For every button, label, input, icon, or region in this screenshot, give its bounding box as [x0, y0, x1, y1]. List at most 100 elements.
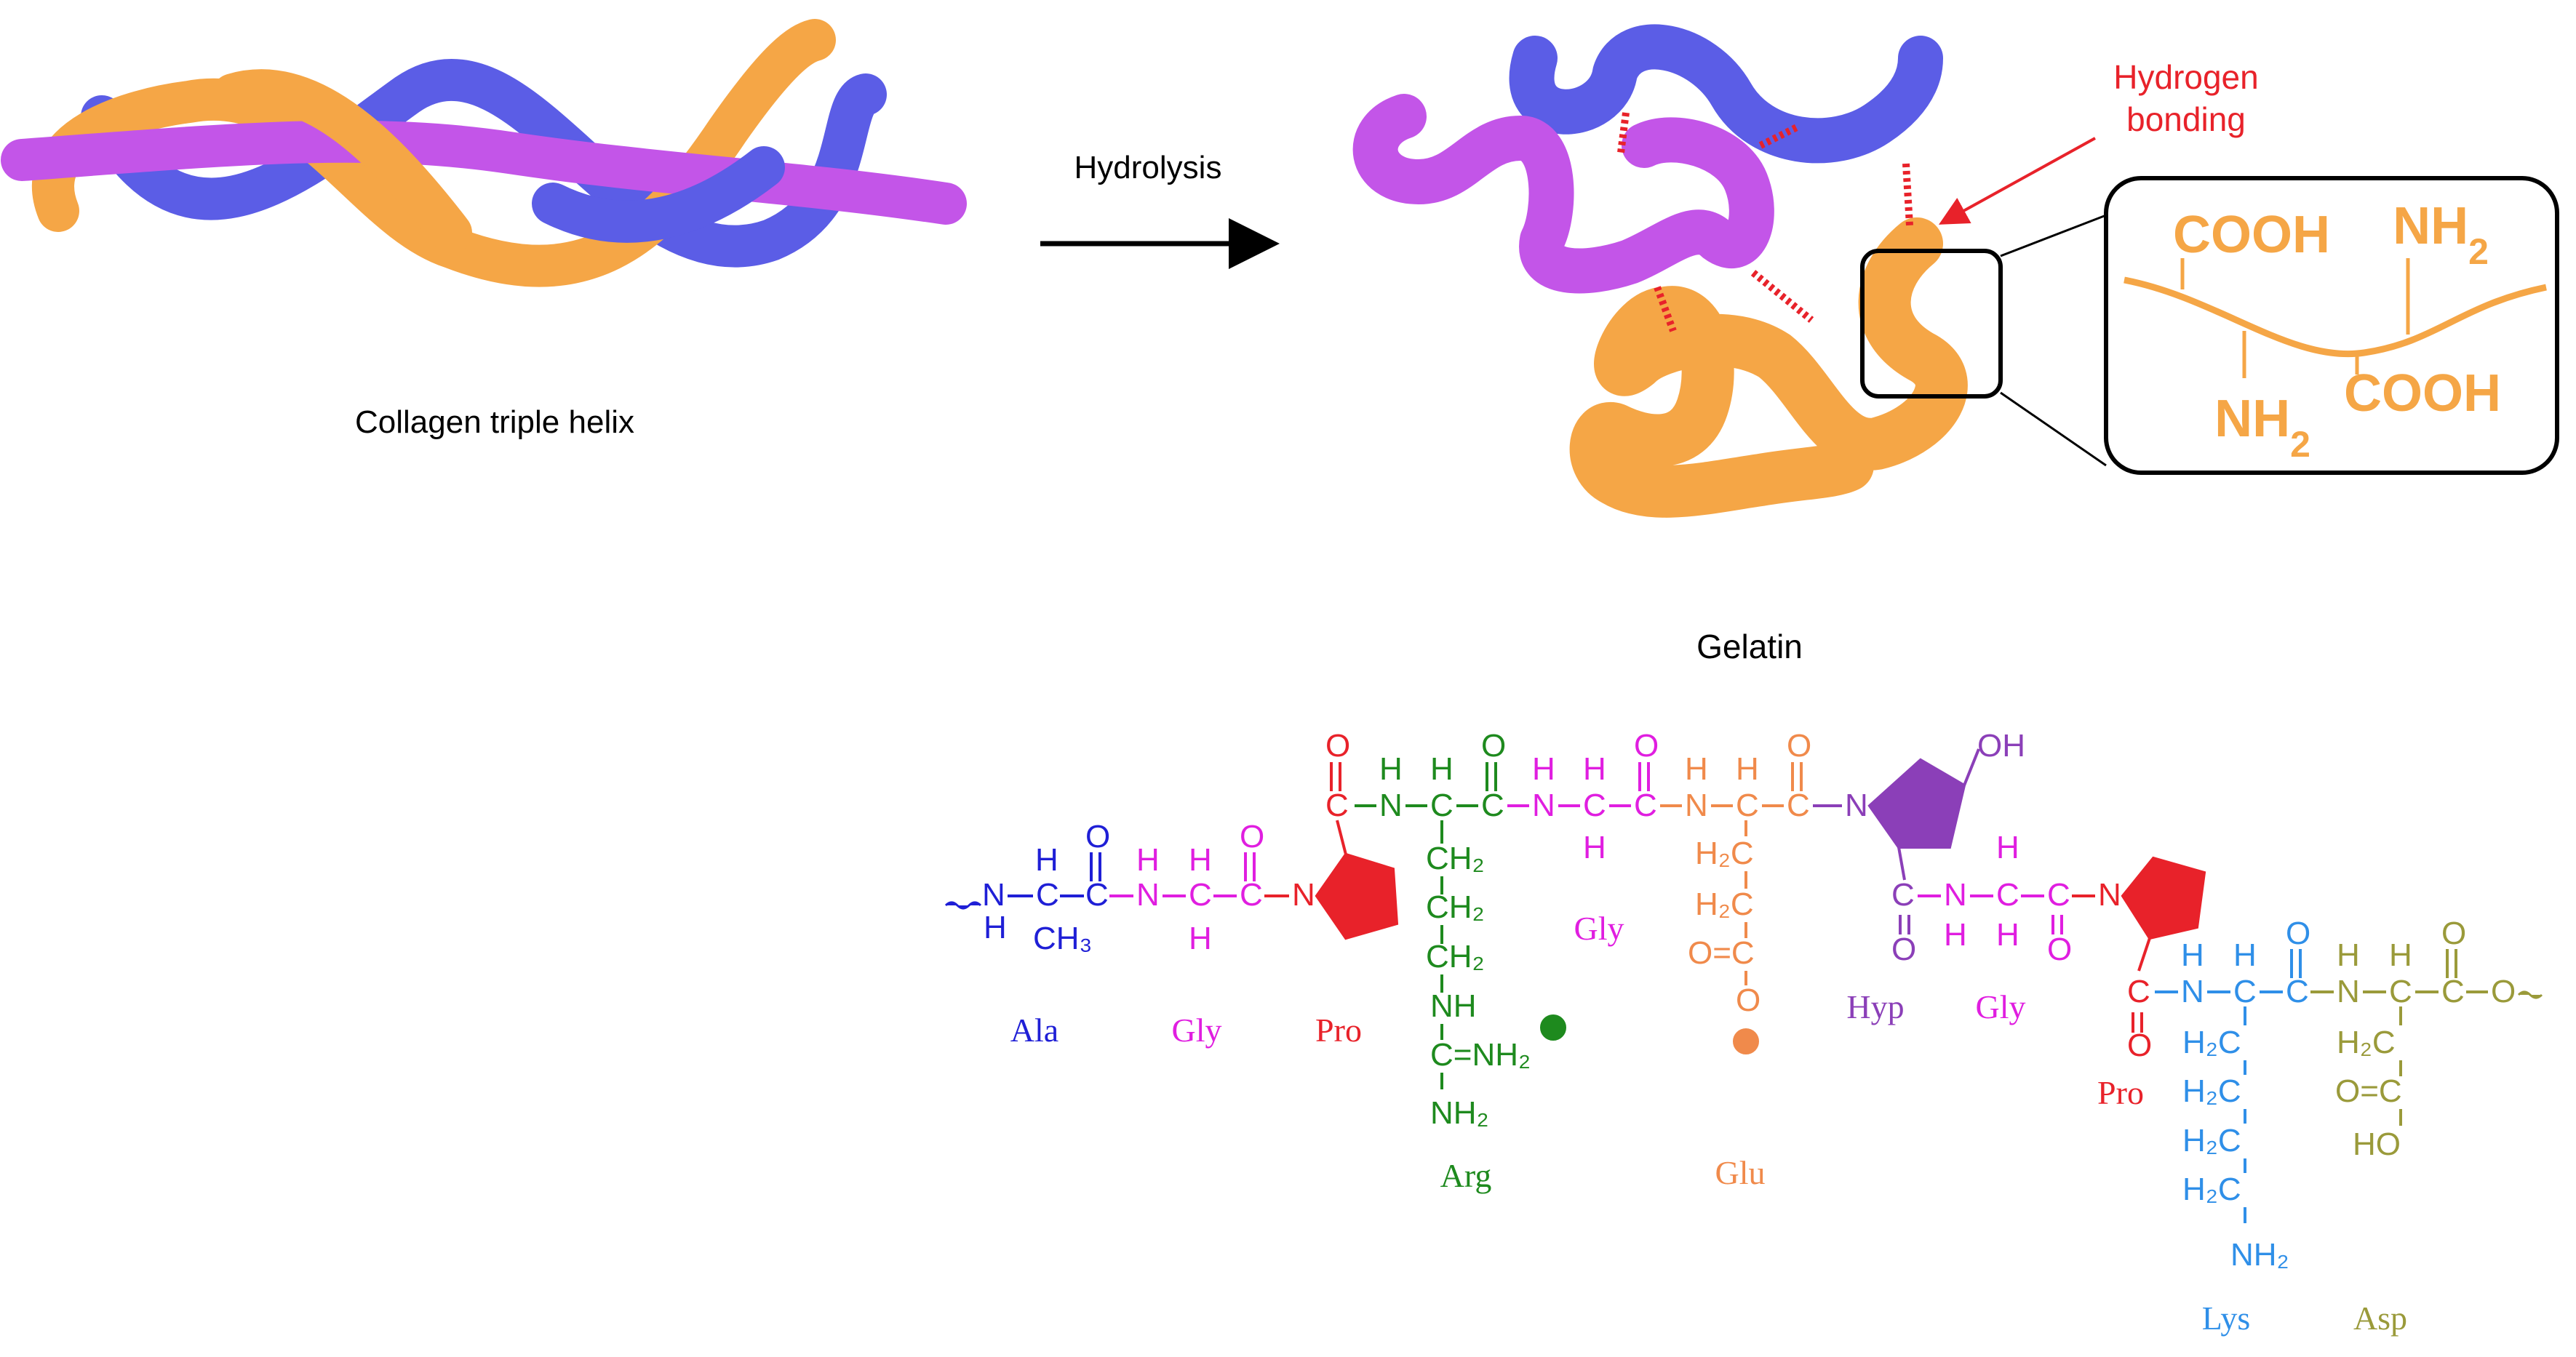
svg-text:O: O: [1787, 728, 1811, 764]
residue-label-arg: Arg: [1440, 1157, 1492, 1194]
svg-text:N: N: [2181, 974, 2204, 1009]
gelatin-strand-orange: [1569, 217, 1968, 518]
svg-text:H₂C: H₂C: [2337, 1025, 2396, 1060]
zoom-cooh-top: COOH: [2173, 206, 2330, 264]
hbond-label-line2: bonding: [2126, 100, 2246, 138]
svg-text:H: H: [1379, 751, 1403, 787]
svg-text:O=C: O=C: [2335, 1073, 2402, 1109]
residue-label-asp: Asp: [2353, 1300, 2407, 1337]
residue-label-lys: Lys: [2202, 1300, 2250, 1337]
svg-text:H: H: [1136, 842, 1160, 878]
svg-text:C: C: [1583, 788, 1606, 823]
hbond-3: [1902, 163, 1913, 226]
residue-label-gly2: Gly: [1574, 910, 1624, 947]
hbond-label-line1: Hydrogen: [2113, 58, 2258, 96]
svg-text:CH₂: CH₂: [1426, 889, 1485, 925]
svg-text:C: C: [1189, 877, 1212, 913]
svg-text:N: N: [1685, 788, 1708, 823]
residue-label-gly1: Gly: [1172, 1012, 1222, 1049]
svg-text:N: N: [982, 877, 1005, 913]
zoom-connector-top: [2000, 214, 2107, 257]
residue-label-glu: Glu: [1715, 1154, 1766, 1191]
svg-text:N: N: [1379, 788, 1403, 823]
svg-text:O: O: [2127, 1028, 2152, 1063]
svg-text:N: N: [2098, 877, 2121, 913]
residue-labels: Ala Gly Pro Arg Gly Glu Hyp Gly Pro Lys …: [1010, 910, 2407, 1337]
helix-strand-orange-front: [212, 69, 472, 254]
residue-label-pro2: Pro: [2097, 1074, 2144, 1111]
svg-text:H₂C: H₂C: [2182, 1073, 2241, 1109]
svg-text:N: N: [1136, 877, 1160, 913]
svg-text:H: H: [1996, 830, 2019, 865]
hbond-4: [1654, 286, 1677, 332]
svg-text:O: O: [2286, 916, 2310, 951]
residue-pro2-structure: N C O: [2072, 856, 2206, 1063]
svg-text:H: H: [2233, 937, 2257, 973]
svg-text:O: O: [1240, 819, 1264, 854]
svg-text:H₂C: H₂C: [2182, 1025, 2241, 1060]
svg-text:N: N: [1292, 877, 1315, 913]
svg-text:C: C: [2047, 877, 2070, 913]
svg-text:C: C: [2233, 974, 2257, 1009]
svg-text:H: H: [2389, 937, 2412, 973]
residue-label-gly3: Gly: [1976, 988, 2026, 1025]
svg-text:O: O: [2047, 932, 2072, 967]
zoom-source-box: [1860, 249, 2003, 399]
svg-text:CH₂: CH₂: [1426, 841, 1485, 876]
zoom-nh2-top-subscript: 2: [2468, 231, 2489, 272]
svg-text:H₂C: H₂C: [2182, 1172, 2241, 1207]
collagen-triple-helix: [1, 19, 967, 287]
svg-text:H: H: [1189, 842, 1212, 878]
svg-text:H: H: [1189, 921, 1212, 956]
svg-text:H: H: [1944, 917, 1967, 953]
svg-text:C: C: [1891, 877, 1915, 913]
svg-text:H₂C: H₂C: [2182, 1123, 2241, 1158]
svg-text:C: C: [1085, 877, 1109, 913]
svg-text:O: O: [1891, 932, 1916, 967]
svg-text:O: O: [1481, 728, 1506, 764]
residue-lys-structure: N H C H C O H₂C H₂C H₂C H₂C NH₂: [2155, 916, 2310, 1273]
svg-text:H: H: [1685, 751, 1708, 787]
svg-text:NH₂: NH₂: [1430, 1095, 1489, 1131]
svg-text:O: O: [2491, 974, 2516, 1009]
svg-text:CH₂: CH₂: [1426, 939, 1485, 974]
residue-gly2-structure: N H C H H C O: [1507, 728, 1659, 865]
svg-text:C: C: [1325, 788, 1349, 823]
svg-text:H: H: [1430, 751, 1454, 787]
svg-text:H: H: [1035, 842, 1058, 878]
residue-gly1-structure: N H C H H C O: [1109, 819, 1264, 956]
svg-text:C: C: [2127, 974, 2150, 1009]
svg-text:CH₃: CH₃: [1033, 921, 1092, 956]
svg-text:+: +: [1545, 1016, 1559, 1042]
zoom-panel-frame: [2104, 176, 2559, 475]
svg-text:OH: OH: [1977, 728, 2025, 764]
residue-label-hyp: Hyp: [1846, 988, 1904, 1025]
svg-text:N: N: [1944, 877, 1967, 913]
gelatin-title: Gelatin: [1696, 628, 1803, 665]
svg-text:H: H: [1736, 751, 1759, 787]
collagen-label: Collagen triple helix: [355, 404, 634, 440]
residue-label-pro1: Pro: [1315, 1012, 1362, 1049]
residue-label-ala: Ala: [1010, 1012, 1058, 1049]
svg-text:C: C: [1036, 877, 1059, 913]
svg-text:H: H: [1583, 830, 1606, 865]
peptide-structure: N H C H CH₃ C O N H C H H C O: [944, 728, 2543, 1273]
gelatin-coils: [1352, 24, 1968, 518]
svg-text:O: O: [1634, 728, 1659, 764]
svg-text:O: O: [1736, 982, 1760, 1018]
hbond-arrow: [1938, 137, 2096, 225]
gelatin-strand-blue: [1509, 24, 1943, 164]
residue-hyp-structure: N OH C O: [1813, 728, 2025, 967]
residue-gly3-structure: N H C H H C O: [1918, 830, 2072, 967]
svg-text:H: H: [1532, 751, 1555, 787]
zoom-cooh-bottom: COOH: [2344, 364, 2501, 423]
svg-text:H: H: [1583, 751, 1606, 787]
svg-text:C: C: [1634, 788, 1657, 823]
residue-arg-structure: N H C H C O CH₂ CH₂ CH₂ NH C=NH₂ + NH₂: [1355, 728, 1566, 1131]
svg-text:NH: NH: [1430, 988, 1477, 1024]
hbond-5: [1750, 270, 1814, 323]
svg-text:C: C: [1996, 877, 2019, 913]
svg-text:C: C: [2286, 974, 2309, 1009]
svg-text:H₂C: H₂C: [1695, 886, 1754, 922]
